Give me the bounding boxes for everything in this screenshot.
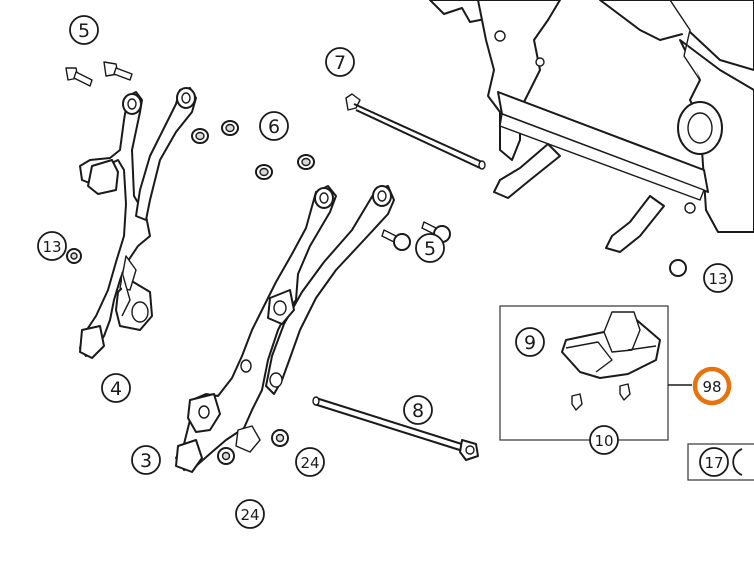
svg-text:8: 8 [412,400,424,422]
callout-4: 4 [101,373,131,403]
callout-13: 13 [37,231,67,261]
callout-8: 8 [403,395,433,425]
svg-text:5: 5 [424,238,436,260]
kit-98-box [499,305,692,441]
svg-text:13: 13 [42,238,61,256]
callout-98-highlighted: 98 [692,366,732,406]
svg-text:4: 4 [110,378,122,400]
bolt-rod-7 [345,93,486,170]
callout-10: 10 [589,425,619,455]
svg-text:98: 98 [702,378,721,396]
callout-3: 3 [131,445,161,475]
svg-text:10: 10 [594,432,613,450]
svg-text:7: 7 [334,52,346,74]
link-part-4 [79,87,197,359]
callout-5-right: 5 [415,233,445,263]
callout-6: 6 [259,111,289,141]
svg-text:9: 9 [524,332,536,354]
callout-7: 7 [325,47,355,77]
svg-text:3: 3 [140,450,152,472]
frame-assembly [429,0,754,253]
callout-9: 9 [515,327,545,357]
svg-text:17: 17 [704,454,723,472]
svg-text:13: 13 [708,270,727,288]
svg-text:5: 5 [78,20,90,42]
small-fasteners [65,61,687,465]
bolt-rod-8 [312,396,479,461]
callout-17: 17 [699,447,743,477]
svg-text:24: 24 [300,454,319,472]
callout-24-lower: 24 [235,499,265,529]
svg-text:24: 24 [240,506,259,524]
svg-text:6: 6 [268,116,280,138]
callout-24: 24 [295,447,325,477]
kit-17-box [687,443,754,481]
callout-13-right: 13 [703,263,733,293]
callout-5: 5 [69,15,99,45]
link-part-3 [175,185,395,473]
